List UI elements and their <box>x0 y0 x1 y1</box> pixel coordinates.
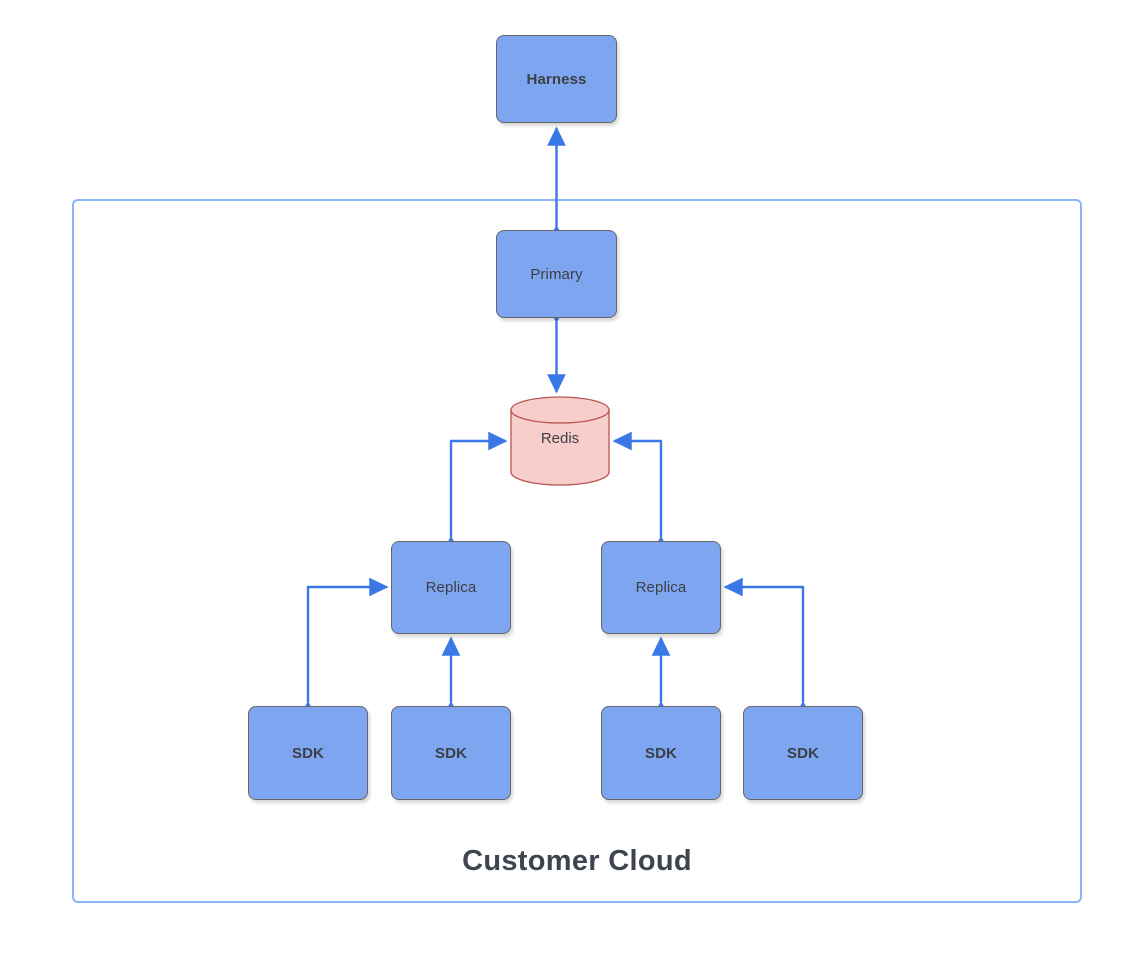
node-replica-right-label: Replica <box>635 579 687 596</box>
node-sdk-1[interactable]: SDK <box>248 706 368 800</box>
node-harness[interactable]: Harness <box>496 35 617 123</box>
node-primary-label: Primary <box>530 265 583 283</box>
node-primary[interactable]: Primary <box>496 230 617 318</box>
node-redis[interactable]: Redis <box>510 396 610 486</box>
customer-cloud-boundary <box>72 199 1082 903</box>
node-sdk-3-label: SDK <box>645 744 677 762</box>
node-sdk-2-label: SDK <box>435 744 467 762</box>
node-sdk-4-label: SDK <box>787 744 819 762</box>
node-sdk-4[interactable]: SDK <box>743 706 863 800</box>
node-sdk-2[interactable]: SDK <box>391 706 511 800</box>
node-replica-left-label: Replica <box>425 579 477 596</box>
node-replica-left[interactable]: Replica <box>391 541 511 634</box>
node-redis-label: Redis <box>540 430 580 447</box>
node-sdk-1-label: SDK <box>292 744 324 762</box>
node-replica-right[interactable]: Replica <box>601 541 721 634</box>
customer-cloud-label: Customer Cloud <box>462 845 692 877</box>
cylinder-icon <box>510 396 610 486</box>
node-harness-label: Harness <box>526 70 587 88</box>
node-sdk-3[interactable]: SDK <box>601 706 721 800</box>
